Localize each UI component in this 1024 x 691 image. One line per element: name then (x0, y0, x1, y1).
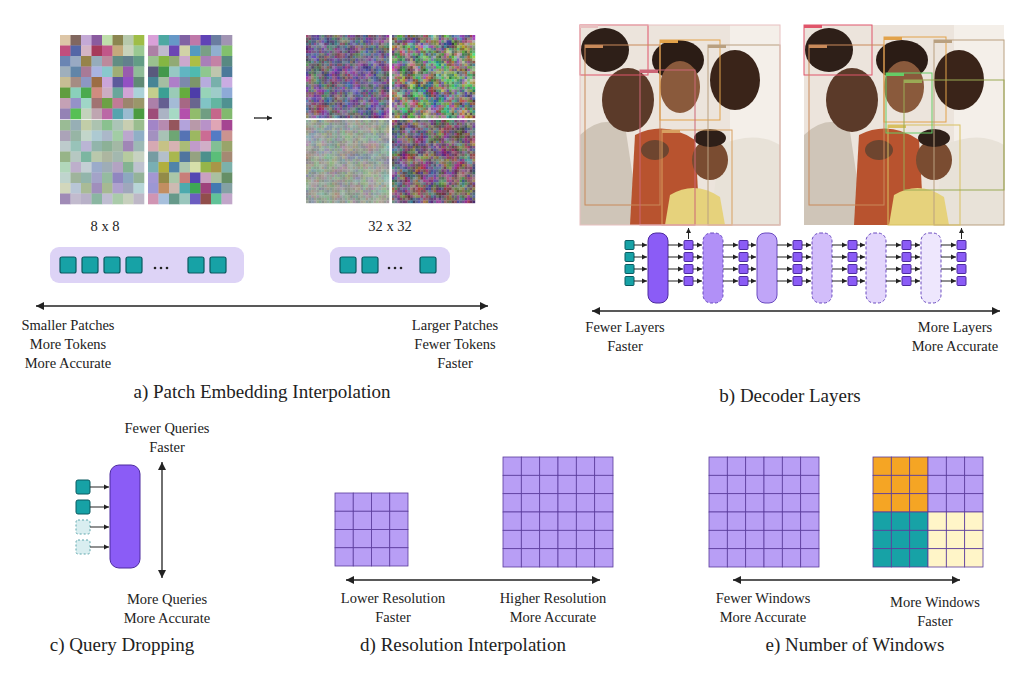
figure-page: 8 x 832 x 32Smaller Patches More Tokens … (0, 0, 1024, 691)
